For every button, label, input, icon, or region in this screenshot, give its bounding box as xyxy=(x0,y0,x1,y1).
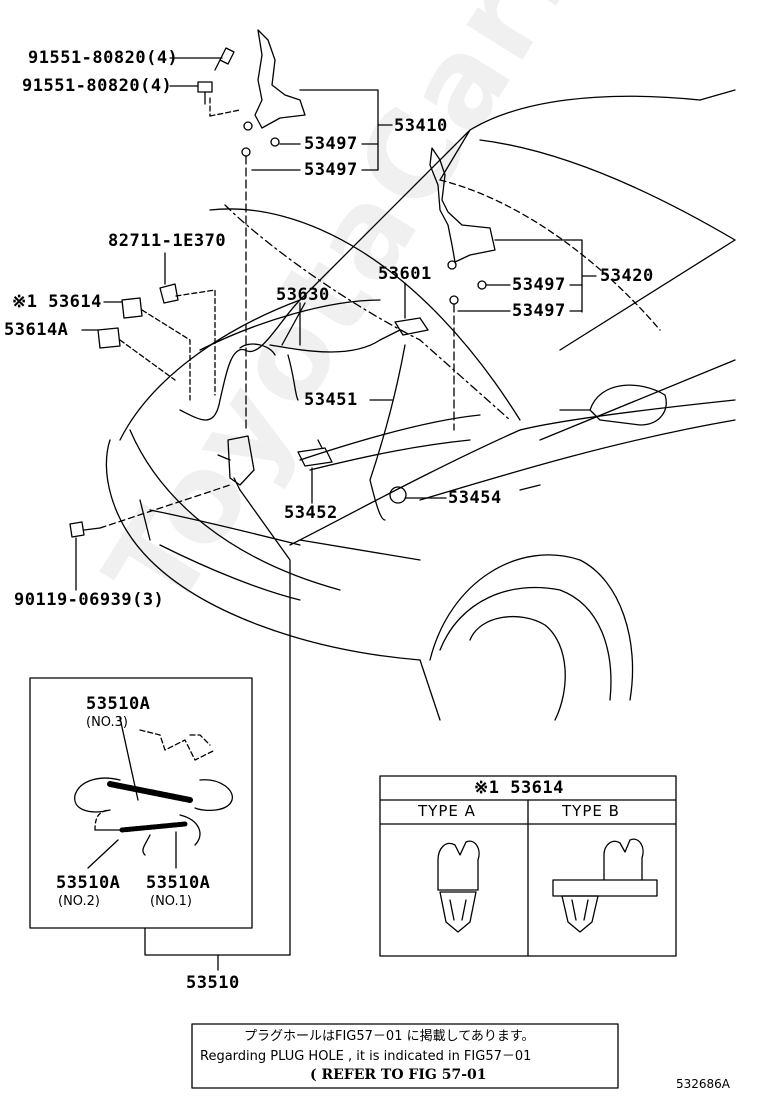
label-washer-rh-1: 53497 xyxy=(512,275,566,295)
note-japanese: プラグホールはFIG57－01 に掲載してあります。 xyxy=(244,1029,535,1044)
clip-table-title: ※1 53614 xyxy=(474,778,564,798)
label-lock-bracket: 53452 xyxy=(284,503,338,523)
label-clip-a: 53614A xyxy=(4,320,69,340)
label-washer-rh-2: 53497 xyxy=(512,301,566,321)
label-bolt-a: 91551-80820(4) xyxy=(28,48,179,68)
label-bolt-c: 90119-06939(3) xyxy=(14,590,165,610)
label-inset-part-no3: 53510A xyxy=(86,694,151,714)
diagram-id: 532686A xyxy=(676,1077,731,1091)
clip-table-type-a: TYPE A xyxy=(418,802,476,820)
clip-table-type-b: TYPE B xyxy=(562,802,620,820)
note-english: Regarding PLUG HOLE , it is indicated in… xyxy=(200,1049,532,1064)
label-inset-part-no1: 53510A xyxy=(146,873,211,893)
label-bolt-b: 91551-80820(4) xyxy=(22,76,173,96)
label-washer-lh-2: 53497 xyxy=(304,160,358,180)
label-washer-lh-1: 53497 xyxy=(304,134,358,154)
label-cable-assy: 53510 xyxy=(186,973,240,993)
note-refer: ( REFER TO FIG 57-01 xyxy=(310,1067,487,1083)
label-clip-ref: ※1 53614 xyxy=(12,292,102,312)
label-support-bracket: 53601 xyxy=(378,264,432,284)
label-hinge-lh: 53410 xyxy=(394,116,448,136)
label-hinge-rh: 53420 xyxy=(600,266,654,286)
label-inset-no2: (NO.2) xyxy=(58,894,100,909)
label-cable: 53630 xyxy=(276,285,330,305)
label-hood-rod: 53451 xyxy=(304,390,358,410)
label-inset-no3: (NO.3) xyxy=(86,715,128,730)
label-inset-part-no2: 53510A xyxy=(56,873,121,893)
label-rod-holder: 53454 xyxy=(448,488,502,508)
label-inset-no1: (NO.1) xyxy=(150,894,192,909)
label-cable-clamp: 82711-1E370 xyxy=(108,231,227,251)
